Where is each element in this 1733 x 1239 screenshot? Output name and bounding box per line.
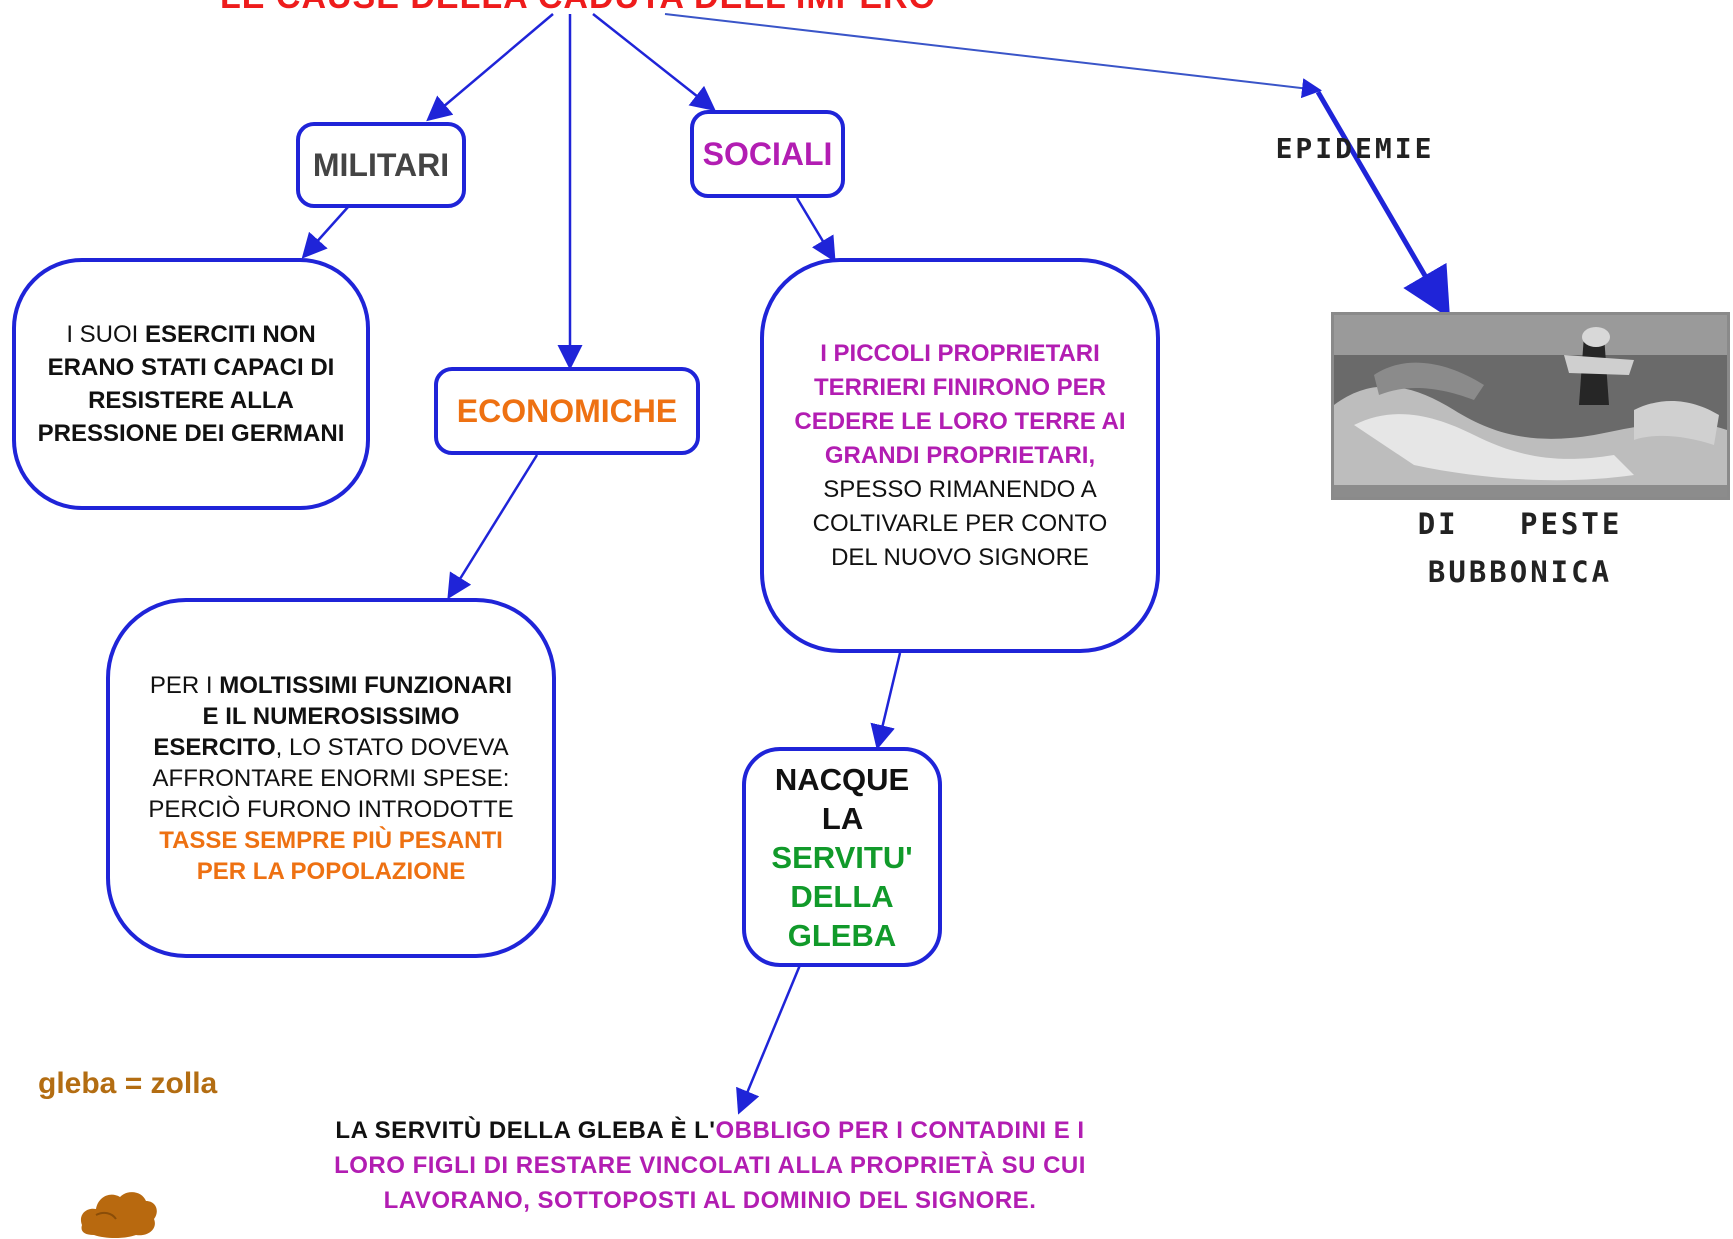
- epidemie-detail: DI PESTE BUBBONICA: [1360, 500, 1680, 596]
- economiche-detail-text-d: TASSE SEMPRE PIÙ PESANTI PER LA POPOLAZI…: [159, 826, 503, 885]
- arrow-title-militari: [426, 13, 554, 122]
- node-epidemie-label: EPIDEMIE: [1275, 132, 1435, 165]
- arrow-title-sociali: [592, 13, 716, 112]
- gleba-note: gleba = zolla: [38, 1067, 218, 1100]
- node-militari-label: MILITARI: [312, 146, 450, 183]
- definition-text: LA SERVITÙ DELLA GLEBA È L'OBBLIGO PER I…: [330, 1113, 1090, 1218]
- arrow-servitu-definition: [736, 964, 802, 1115]
- economiche-detail-box: PER I MOLTISSIMI FUNZIONARI E IL NUMEROS…: [106, 598, 556, 958]
- militari-detail-text-b: ESERCITI NON ERANO STATI CAPACI DI RESIS…: [37, 321, 345, 447]
- node-economiche-label: ECONOMICHE: [456, 392, 678, 429]
- arrow-epidemie-picture: [1315, 90, 1451, 319]
- sociali-detail-box: I PICCOLI PROPRIETARI TERRIERI FINIRONO …: [760, 258, 1160, 653]
- node-economiche: ECONOMICHE: [434, 367, 700, 455]
- arrow-sociali-servitu: [870, 652, 902, 750]
- definition-text-b: OBBLIGO PER I CONTADINI E I LORO FIGLI D…: [334, 1117, 1086, 1214]
- node-sociali-label: SOCIALI: [702, 135, 833, 172]
- economiche-detail-text-a: PER I: [149, 671, 213, 699]
- clod-of-earth-icon: [80, 1192, 157, 1238]
- epidemie-detail-line1: DI PESTE: [1417, 507, 1623, 541]
- militari-detail-text-a: I SUOI: [66, 321, 139, 348]
- arrow-economiche-detail: [447, 454, 539, 600]
- militari-detail-box: I SUOI ESERCITI NON ERANO STATI CAPACI D…: [12, 258, 370, 510]
- diagram-title: LE CAUSE DELLA CADUTA DELL'IMPERO: [220, 0, 940, 18]
- definition-text-a: LA SERVITÙ DELLA GLEBA È L': [335, 1117, 716, 1144]
- plague-painting-drawing: [1334, 315, 1727, 497]
- servitu-text-b: SERVITU' DELLA GLEBA: [771, 839, 913, 953]
- arrow-title-epidemie: [664, 13, 1322, 99]
- servitu-node: NACQUE LA SERVITU' DELLA GLEBA: [742, 747, 942, 967]
- servitu-text-a: NACQUE LA: [774, 761, 910, 836]
- economiche-detail-text-b: MOLTISSIMI FUNZIONARI E IL NUMEROSISSIMO…: [153, 671, 513, 761]
- epidemie-detail-line2: BUBBONICA: [1427, 555, 1613, 589]
- sociali-detail-text-a: I PICCOLI PROPRIETARI TERRIERI FINIRONO …: [794, 339, 1126, 469]
- economiche-detail-text-c: , LO STATO DOVEVA AFFRONTARE ENORMI SPES…: [148, 733, 514, 823]
- sociali-detail-text-b: SPESSO RIMANENDO A COLTIVARLE PER CONTO …: [812, 475, 1108, 571]
- node-sociali: SOCIALI: [690, 110, 845, 198]
- plague-painting: [1331, 312, 1730, 500]
- arrow-sociali-detail: [795, 197, 836, 263]
- arrow-militari-detail: [301, 206, 349, 259]
- node-militari: MILITARI: [296, 122, 466, 208]
